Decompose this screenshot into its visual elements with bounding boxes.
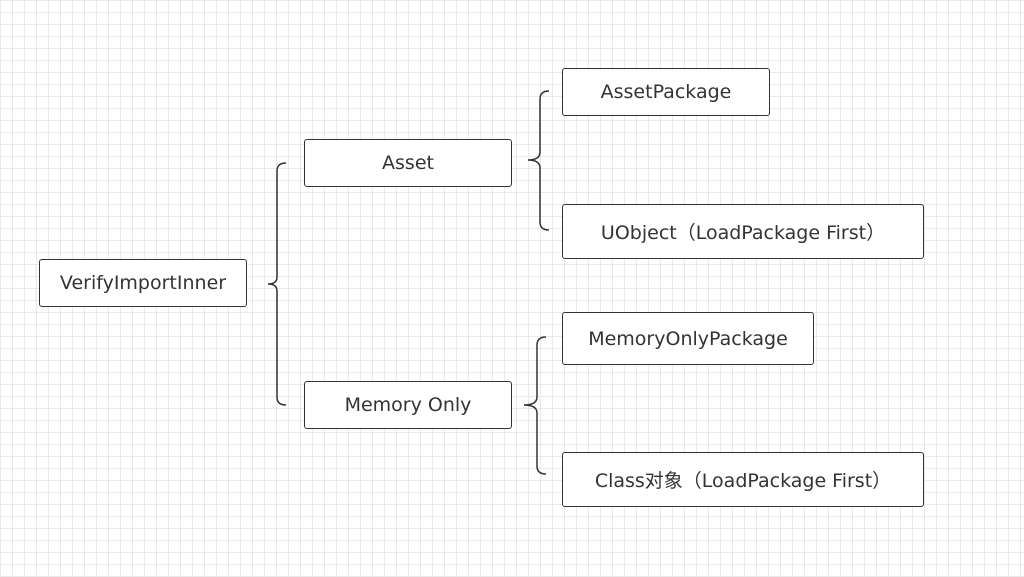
leaf-node-memory-only-package[interactable]: MemoryOnlyPackage <box>562 312 814 365</box>
asset-bracket <box>527 90 550 231</box>
root-node-verify-import-inner[interactable]: VerifyImportInner <box>39 259 247 307</box>
node-label: Memory Only <box>344 394 472 416</box>
node-label: MemoryOnlyPackage <box>588 327 788 350</box>
leaf-node-uobject[interactable]: UObject（LoadPackage First） <box>562 204 924 259</box>
branch-node-asset[interactable]: Asset <box>304 139 512 187</box>
leaf-node-class-object[interactable]: Class对象（LoadPackage First） <box>562 452 924 507</box>
branch-node-memory-only[interactable]: Memory Only <box>304 381 512 429</box>
node-label: Class对象（LoadPackage First） <box>594 470 892 492</box>
memory-only-bracket <box>523 336 547 475</box>
node-label: UObject（LoadPackage First） <box>600 222 886 244</box>
leaf-node-asset-package[interactable]: AssetPackage <box>562 68 770 116</box>
root-bracket <box>267 162 287 406</box>
node-label: AssetPackage <box>600 81 732 103</box>
node-label: Asset <box>382 152 434 174</box>
node-label: VerifyImportInner <box>59 272 227 294</box>
